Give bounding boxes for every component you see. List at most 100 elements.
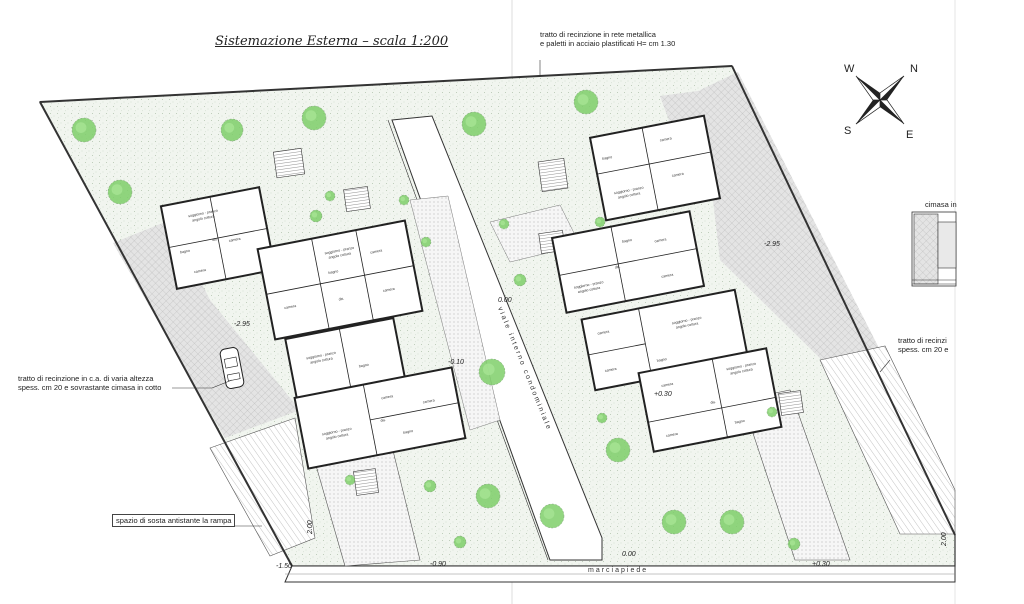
- svg-text:camera: camera: [654, 237, 667, 243]
- level-7: +0.30: [654, 391, 672, 398]
- svg-text:soggiorno - pranzo: soggiorno - pranzo: [726, 362, 756, 372]
- tree-icon: [478, 358, 506, 386]
- svg-text:angolo cottura: angolo cottura: [310, 356, 333, 364]
- svg-text:camera: camera: [604, 367, 617, 373]
- trees: [71, 89, 801, 551]
- tree-icon: [420, 236, 432, 248]
- level-2: -2.95: [234, 321, 250, 328]
- level-9: 2.00: [307, 520, 314, 535]
- svg-text:camera: camera: [381, 394, 394, 400]
- note-fence-top-line-1: tratto di recinzione in rete metallica: [540, 30, 656, 39]
- tree-icon: [573, 89, 599, 115]
- building-b: soggiorno - pranzo angolo cottura bagno …: [256, 219, 424, 341]
- tree-icon: [719, 509, 745, 535]
- svg-text:angolo cottura: angolo cottura: [577, 286, 600, 294]
- ramp-east: [819, 345, 956, 535]
- note-fence-right-line-1: tratto di recinzi: [898, 336, 947, 345]
- svg-text:soggiorno - pranzo: soggiorno - pranzo: [672, 316, 702, 326]
- svg-text:camera: camera: [597, 330, 610, 336]
- plan-title: Sistemazione Esterna – scala 1:200: [215, 34, 449, 49]
- svg-text:angolo cottura: angolo cottura: [675, 321, 698, 329]
- svg-text:soggiorno - pranzo: soggiorno - pranzo: [614, 186, 644, 196]
- tree-icon: [596, 412, 608, 424]
- svg-text:soggiorno - pranzo: soggiorno - pranzo: [574, 280, 604, 290]
- compass-s: S: [844, 125, 851, 137]
- tree-icon: [661, 509, 687, 535]
- tree-icon: [539, 503, 565, 529]
- path-mid: [409, 195, 501, 431]
- svg-text:camera: camera: [422, 398, 435, 404]
- note-fence-right-line-2: spess. cm 20 e: [898, 345, 949, 354]
- tree-icon: [787, 537, 801, 551]
- note-parking: spazio di sosta antistante la rampa: [112, 514, 236, 527]
- tree-icon: [453, 535, 467, 549]
- compass-icon: [855, 75, 905, 125]
- tree-icon: [461, 111, 487, 137]
- svg-text:bagno: bagno: [328, 269, 339, 275]
- tree-icon: [475, 483, 501, 509]
- svg-text:angolo cottura: angolo cottura: [618, 191, 641, 199]
- note-fence-left-line-2: spess. cm 20 e sovrastante cimasa in cot…: [18, 383, 162, 392]
- svg-text:dis.: dis.: [710, 400, 716, 405]
- svg-text:angolo cottura: angolo cottura: [326, 432, 349, 440]
- level-10: 2.00: [941, 532, 948, 547]
- note-cimasa: cimasa in: [925, 200, 957, 209]
- compass-w: W: [844, 63, 855, 75]
- svg-text:camera: camera: [383, 287, 396, 293]
- svg-text:angolo cottura: angolo cottura: [192, 214, 215, 222]
- stairs-1: [272, 147, 306, 179]
- svg-text:bagno: bagno: [734, 419, 745, 425]
- level-5: -0.90: [430, 561, 446, 568]
- marciapiede-label: marciapiede: [588, 567, 648, 574]
- tree-icon: [324, 190, 336, 202]
- tree-icon: [498, 218, 510, 230]
- level-0: 0.00: [498, 297, 512, 304]
- level-8: -0.10: [448, 359, 464, 366]
- building-e: bagno camera camera soggiorno - pranzo a…: [588, 114, 722, 222]
- svg-text:dis.: dis.: [338, 297, 344, 302]
- svg-text:camera: camera: [194, 268, 207, 274]
- svg-text:camera: camera: [671, 172, 684, 178]
- ramp-west: [209, 417, 316, 557]
- paving-east: [700, 72, 880, 368]
- svg-text:soggiorno - pranzo: soggiorno - pranzo: [324, 246, 354, 256]
- svg-text:bagno: bagno: [602, 155, 613, 161]
- svg-text:dis.: dis.: [614, 265, 620, 270]
- svg-text:angolo cottura: angolo cottura: [328, 251, 351, 259]
- building-h: camera soggiorno - pranzo angolo cottura…: [637, 347, 783, 453]
- tree-icon: [71, 117, 97, 143]
- note-fence-top-line-2: e paletti in acciaio plastificati H= cm …: [540, 39, 676, 48]
- level-6: +0.30: [812, 561, 830, 568]
- tree-icon: [605, 437, 631, 463]
- tree-icon: [344, 474, 356, 486]
- building-d: soggiorno - pranzo angolo cottura camera…: [293, 366, 467, 470]
- svg-text:camera: camera: [666, 432, 679, 438]
- svg-text:camera: camera: [659, 136, 672, 142]
- car-symbol: [219, 347, 245, 389]
- note-fence-left: tratto di recinzione in c.a. di varia al…: [18, 374, 161, 392]
- paving-west: [113, 220, 300, 438]
- level-1: 0.00: [622, 551, 636, 558]
- svg-text:bagno: bagno: [403, 429, 414, 435]
- svg-text:soggiorno - pranzo: soggiorno - pranzo: [188, 209, 218, 219]
- compass-e: E: [906, 129, 913, 141]
- tree-icon: [398, 194, 410, 206]
- tree-icon: [594, 216, 606, 228]
- svg-text:camera: camera: [370, 248, 383, 254]
- svg-text:angolo cottura: angolo cottura: [730, 367, 753, 375]
- tree-icon: [220, 118, 244, 142]
- tree-icon: [301, 105, 327, 131]
- building-f: soggiorno - pranzo angolo cottura bagno …: [550, 210, 706, 314]
- level-marks: 0.00 0.00 -2.95 -2.95 -1.50 -0.90 +0.30 …: [234, 241, 948, 570]
- svg-text:camera: camera: [284, 304, 297, 310]
- level-3: -2.95: [764, 241, 780, 248]
- note-fence-left-line-1: tratto di recinzione in c.a. di varia al…: [18, 374, 154, 383]
- stairs-3: [537, 157, 569, 193]
- tree-icon: [513, 273, 527, 287]
- stairs-2: [343, 186, 371, 212]
- svg-text:bagno: bagno: [180, 249, 191, 255]
- compass-n: N: [910, 63, 918, 75]
- svg-text:soggiorno - pranzo: soggiorno - pranzo: [322, 427, 352, 437]
- cimasa-detail: [911, 211, 957, 287]
